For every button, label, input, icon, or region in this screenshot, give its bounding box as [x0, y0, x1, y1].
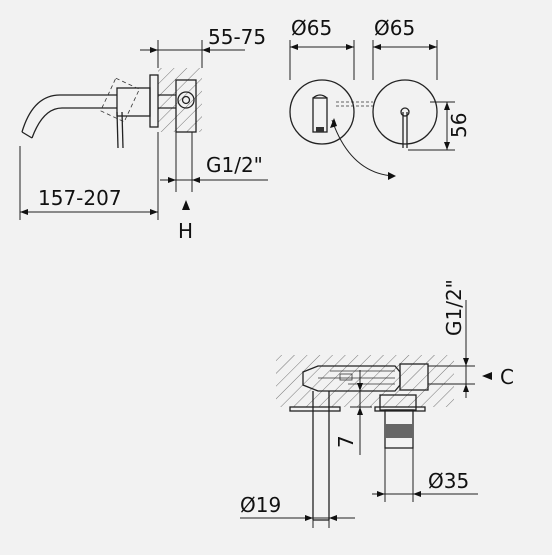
dim-wall-depth: 55-75: [208, 25, 266, 49]
mixer-body: [116, 87, 151, 117]
cover-plate: [149, 74, 159, 128]
cover-marker-arrow: [482, 372, 492, 380]
spout-outline-top: [21, 94, 117, 133]
spout-plate: [289, 79, 355, 145]
dim-projection: 157-207: [38, 186, 122, 210]
dim-spout-diameter: Ø19: [240, 493, 281, 517]
front-view: Ø65 Ø65 56: [289, 16, 471, 180]
dim-vertical-spacing: 56: [447, 113, 471, 138]
label-height-marker: H: [178, 219, 193, 243]
top-view: G1/2" C 7 Ø19 Ø35: [240, 279, 514, 528]
valve-circle: [177, 91, 195, 109]
concealed-box: [175, 79, 197, 133]
dim-offset: 7: [334, 435, 358, 448]
lever-plate: [372, 79, 438, 145]
side-view: 55-75 157-207 G1/2" H: [19, 25, 268, 243]
lever: [116, 111, 119, 149]
label-cover-marker: C: [500, 365, 514, 389]
rotation-arc: [331, 119, 393, 177]
dim-thread-bottom: G1/2": [206, 153, 263, 177]
dim-lever-diameter: Ø35: [428, 469, 469, 493]
dim-plate-right: Ø65: [374, 16, 415, 40]
dim-plate-left: Ø65: [291, 16, 332, 40]
lever-rotation-outline: [100, 77, 140, 123]
height-marker-arrow: [182, 200, 190, 210]
spout-outline-bottom: [31, 107, 117, 139]
thread-end: [399, 363, 429, 391]
spout-front: [312, 97, 328, 133]
dim-thread-top: G1/2": [442, 279, 466, 336]
wall-section: [158, 68, 202, 132]
